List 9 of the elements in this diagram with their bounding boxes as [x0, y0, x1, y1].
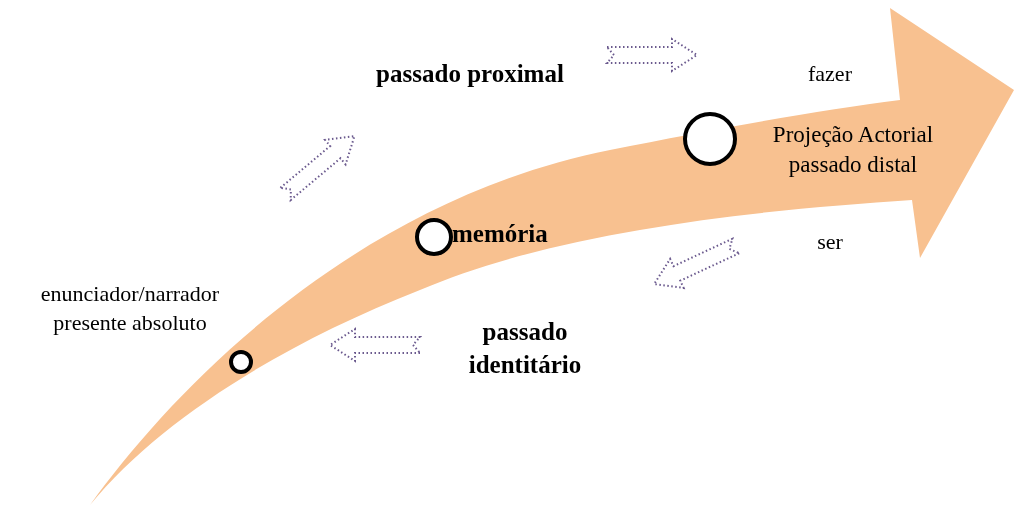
heading-label: passado identitário	[467, 317, 583, 380]
text-label: fazer	[807, 60, 853, 88]
circle-marker	[229, 350, 253, 374]
node-caption: enunciador/narrador presente absoluto	[39, 280, 221, 337]
text-label: ser	[816, 228, 844, 256]
node-caption: memória	[452, 219, 549, 249]
circle-marker	[683, 112, 737, 166]
node-caption: Projeção Actorial passado distal	[771, 121, 935, 179]
heading-label: passado proximal	[375, 59, 565, 89]
